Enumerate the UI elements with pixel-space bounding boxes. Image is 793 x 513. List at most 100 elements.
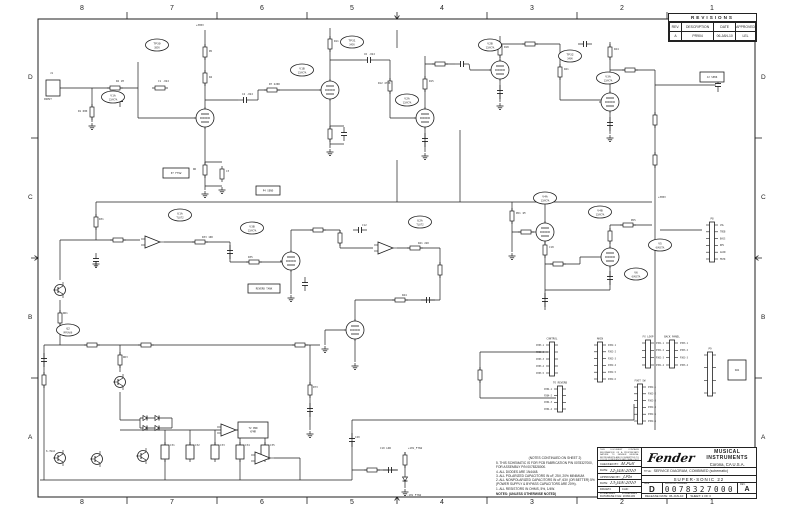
net-label: +385V (658, 195, 666, 199)
zone-bottom-8: 8 (80, 499, 84, 506)
stage-callout-oval (648, 238, 672, 252)
zone-bottom-5: 5 (350, 499, 354, 506)
resistor-symbol (387, 80, 393, 92)
connector-header: P9 (708, 347, 712, 351)
net-label: R51 1M (516, 211, 526, 215)
connector-header: FX LOOP (643, 335, 654, 339)
zone-bottom-4: 4 (440, 499, 444, 506)
labeled-box (162, 167, 190, 179)
resistor-symbol (219, 168, 225, 180)
resistor-symbol (542, 244, 548, 256)
pin-label: BASS (720, 237, 726, 240)
pin-label: P202-5 (608, 371, 617, 374)
net-label: C33 (220, 443, 225, 447)
checked-by-signature: M.Full (620, 461, 635, 467)
pin-label: P204-4 (544, 408, 553, 411)
resistor-symbol (117, 354, 123, 366)
zone-top-7: 7 (170, 5, 174, 12)
stage-callout-ref: U2A (417, 218, 423, 222)
pin-label: P301-4 (656, 364, 665, 367)
size-cell: SIZE D (642, 482, 663, 494)
net-label: J1 (50, 71, 54, 75)
resistor-symbol (652, 154, 658, 166)
stage-callout-oval (168, 208, 192, 222)
wire (468, 63, 471, 71)
diode-symbol (142, 424, 148, 432)
net-label: R24 (614, 47, 619, 51)
title-block-right: Fender MUSICAL INSTRUMENTS Corona, CA U.… (641, 448, 756, 498)
net-label: R4 (209, 75, 213, 79)
pin-label: P202-1 (608, 344, 617, 347)
resistor-symbol (327, 128, 333, 140)
stage-callout-part: 6V6GTA (656, 246, 665, 249)
zone-left-a: A (28, 434, 33, 441)
net-label: +385V (196, 23, 204, 27)
transistor-symbol (94, 459, 101, 464)
pin-label: P302-6 (648, 420, 657, 423)
connector-header: MAIN (597, 337, 604, 341)
zone-right-d: D (761, 74, 766, 81)
labeled-box (45, 79, 61, 97)
labeled-box (727, 359, 747, 381)
zone-top-6: 6 (260, 5, 264, 12)
stage-callout-oval (101, 90, 125, 104)
pin-label: P302-1 (648, 386, 657, 389)
pin-label: P204-2 (544, 394, 553, 397)
zone-bottom-3: 3 (530, 499, 534, 506)
net-label: R33 10K (202, 235, 213, 239)
net-label: R15 (429, 79, 434, 83)
pin-label: TREB (720, 231, 726, 234)
net-label: R6 (193, 167, 197, 171)
checked-date-value: 12-JAN-2010 (609, 467, 637, 473)
connector-strip (597, 341, 603, 383)
approved-by-row: APPROVED BY: J.Flo (598, 474, 641, 481)
rev-cell: REV. A (738, 483, 756, 493)
net-label: C32 (195, 443, 200, 447)
box-label: P4 SEND (263, 189, 274, 193)
box-label: P7 FTSW (171, 171, 182, 175)
connector-header: CONTROL (547, 337, 558, 341)
pin-label: P303-1 (680, 342, 689, 345)
net-label: C34 (245, 443, 250, 447)
pin-label: P202-6 (608, 378, 617, 381)
resistor-symbol (477, 369, 483, 381)
net-label: R21 (564, 67, 569, 71)
resistor-symbol (266, 87, 278, 93)
note-line: 5. THIS SCHEMATIC IS FOR PCB FABRICATION… (496, 461, 593, 466)
revisions-header-approved: APPROVED (735, 22, 756, 32)
stage-callout-ref: V1B (299, 66, 305, 70)
pin-label: MSTR (720, 258, 726, 261)
stage-callout-part: 12AX7A (596, 213, 605, 216)
zone-left-d: D (28, 74, 33, 81)
release-date: RELEASE DATE: 06-JAN-10 (644, 494, 684, 498)
stage-callout-ref: V2B (487, 41, 493, 45)
revisions-row: A PR904 06-JAN-10 LEL (669, 31, 756, 41)
stage-callout-ref: TP31 (348, 38, 355, 42)
labeled-box (237, 421, 269, 439)
pin-label: P203-2 (536, 351, 545, 354)
note-line: 3. ALL POLARIZED CAPACITORS IN uF, 25V, … (496, 473, 585, 478)
resistor-symbol (607, 230, 613, 242)
transistor-symbol (57, 290, 64, 295)
stage-callout-oval (533, 191, 557, 205)
drawing-frame (37, 18, 756, 498)
opamp-symbol (220, 423, 238, 437)
drawing-title-row: TITLE:SERVICE DIAGRAM, COMBINED (schemat… (641, 468, 756, 476)
resistor-symbol (622, 222, 634, 228)
pin-label: P302-3 (648, 399, 657, 402)
net-label: C10 LDR (380, 446, 391, 450)
pin-label: P301-2 (656, 349, 665, 352)
stage-callout-oval (56, 323, 80, 337)
connector-strip (669, 339, 675, 369)
stage-callout-ref: V5 (658, 241, 662, 245)
stage-callout-oval (240, 221, 264, 235)
resistor-symbol (57, 312, 63, 324)
notes-continued: (NOTES CONTINUED ON SHEET 2) (528, 456, 582, 460)
zone-left-c: C (28, 194, 33, 201)
pin-label: VOL (720, 224, 725, 227)
stage-callout-part: MPSA06 (64, 331, 73, 334)
net-label: C3 (226, 169, 230, 173)
drawing-number-cell: DRAWING NUMBER 0078327000 (663, 482, 738, 494)
brand-line2: Corona, CA U.S.A. (709, 461, 745, 467)
zone-bottom-6: 6 (260, 499, 264, 506)
